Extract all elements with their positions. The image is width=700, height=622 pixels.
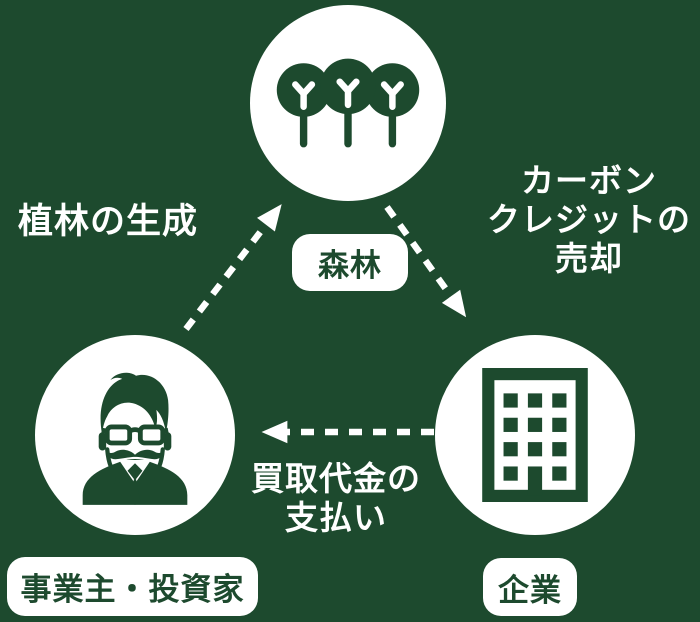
edge-label-planting-line: 植林の生成	[18, 202, 199, 241]
arrow-planting	[183, 204, 282, 331]
edge-label-payment-line-1: 買取代金の	[251, 462, 421, 498]
investor-label: 事業主・投資家	[20, 572, 245, 607]
edge-label-credit-line-2: クレジットの	[487, 202, 691, 239]
edge-label-payment: 買取代金の 支払い	[240, 461, 432, 539]
edge-label-planting: 植林の生成	[18, 201, 198, 242]
building-icon	[482, 368, 588, 502]
person-icon	[82, 372, 188, 505]
arrow-credit-sale	[384, 205, 467, 318]
trees-icon	[276, 58, 420, 148]
node-investor	[35, 335, 235, 535]
investor-label-pill: 事業主・投資家	[7, 557, 258, 616]
node-company	[435, 335, 635, 535]
company-label-pill: 企業	[483, 558, 577, 616]
edge-label-payment-line-2: 支払い	[285, 500, 387, 537]
edge-label-credit-line-3: 売却	[555, 241, 623, 278]
edge-label-credit-sale: カーボン クレジットの 売却	[478, 163, 700, 280]
forest-label: 森林	[318, 248, 382, 283]
company-label: 企業	[498, 572, 562, 608]
node-forest	[250, 5, 446, 201]
edge-label-credit-line-1: カーボン	[521, 164, 657, 200]
forest-label-pill: 森林	[292, 234, 408, 291]
